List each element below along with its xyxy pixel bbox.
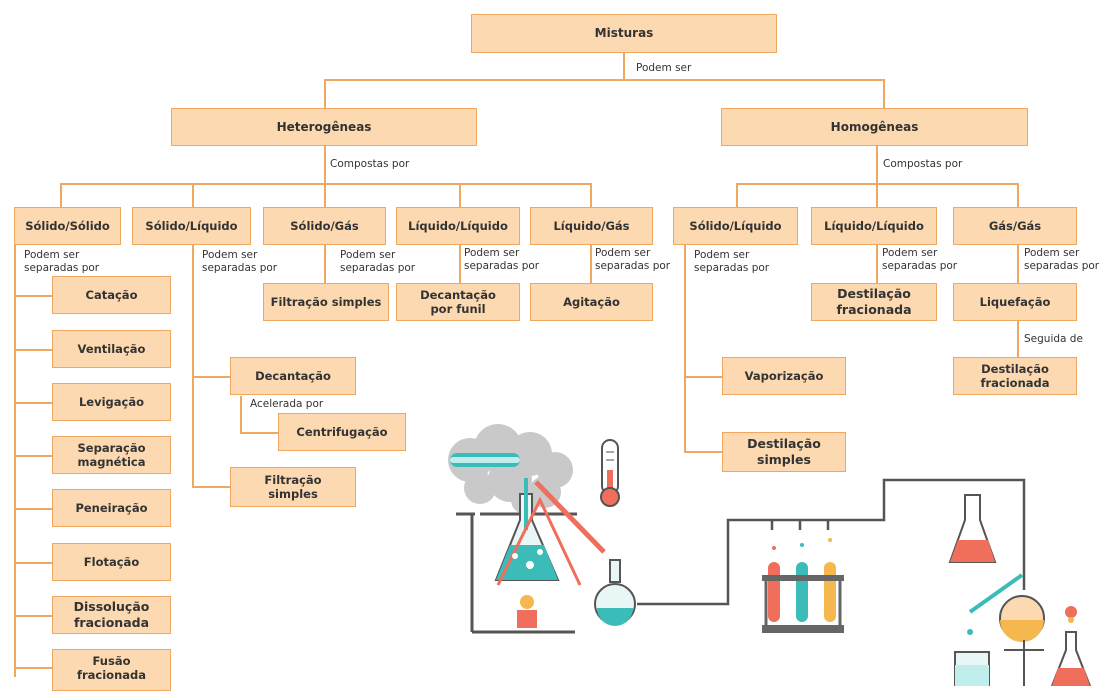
flame-flask-icon — [1050, 606, 1092, 686]
connector — [14, 615, 52, 617]
connector — [1017, 183, 1019, 207]
category-node: Sólido/Sólido — [14, 207, 121, 245]
thermometer-icon — [600, 439, 620, 507]
method-node: Decantação — [230, 357, 356, 395]
connector — [60, 183, 592, 185]
connector — [60, 183, 62, 207]
connector — [240, 396, 242, 433]
connector — [1017, 245, 1019, 283]
category-node: Sólido/Gás — [263, 207, 386, 245]
method-node: Destilação fracionada — [953, 357, 1077, 395]
method-node: Centrifugação — [278, 413, 406, 451]
method-node: Fusão fracionada — [52, 649, 171, 691]
heterogeneas-link-label: Compostas por — [330, 158, 410, 170]
connector — [324, 183, 326, 207]
category-node: Sólido/Líquido — [132, 207, 251, 245]
connector — [14, 402, 52, 404]
connector — [324, 146, 326, 184]
connector — [14, 667, 52, 669]
connector — [590, 245, 592, 283]
connector — [876, 183, 878, 207]
connector — [14, 245, 16, 677]
homogeneas-link-label: Compostas por — [883, 158, 963, 170]
method-node: Separação magnética — [52, 436, 171, 474]
connector — [736, 183, 738, 207]
connector — [1017, 320, 1019, 358]
connector — [324, 245, 326, 283]
connector — [459, 245, 461, 283]
connector — [876, 245, 878, 283]
funnel-icon — [948, 494, 997, 563]
method-node: Flotação — [52, 543, 171, 581]
category-node: Líquido/Líquido — [811, 207, 937, 245]
category-node: Líquido/Líquido — [396, 207, 520, 245]
round-flask-icon — [594, 559, 636, 626]
connector — [623, 53, 625, 80]
burner-icon — [517, 595, 537, 628]
heterogeneas-node: Heterogêneas — [171, 108, 477, 146]
method-node: Dissolução fracionada — [52, 596, 171, 634]
accelerated-label: Acelerada por — [250, 398, 324, 410]
connector — [192, 245, 194, 487]
connector — [192, 486, 230, 488]
method-node: Peneiração — [52, 489, 171, 527]
connector — [684, 376, 722, 378]
method-node: Catação — [52, 276, 171, 314]
connector — [14, 455, 52, 457]
method-node: Destilação simples — [722, 432, 846, 472]
connector — [684, 451, 722, 453]
connector — [14, 295, 52, 297]
root-node: Misturas — [471, 14, 777, 53]
connector — [14, 349, 52, 351]
method-node: Decantação por funil — [396, 283, 520, 321]
method-node: Vaporização — [722, 357, 846, 395]
distillation-flask-icon — [968, 573, 1045, 686]
method-node: Filtração simples — [263, 283, 389, 321]
method-node: Liquefação — [953, 283, 1077, 321]
connector — [324, 79, 884, 81]
connector — [590, 183, 592, 207]
erlenmeyer-flask-icon — [494, 478, 582, 586]
beaker-icon — [954, 629, 990, 686]
connector — [14, 562, 52, 564]
method-node: Filtração simples — [230, 467, 356, 507]
connector — [459, 183, 461, 207]
connector — [324, 79, 326, 108]
connector — [684, 245, 686, 452]
homogeneas-node: Homogêneas — [721, 108, 1028, 146]
connector — [192, 183, 194, 207]
test-tube-rack-icon — [762, 538, 844, 633]
followed-by-label: Seguida de — [1024, 333, 1083, 345]
root-link-label: Podem ser — [636, 62, 692, 74]
connector — [240, 432, 278, 434]
connector — [192, 376, 230, 378]
method-node: Destilação fracionada — [811, 283, 937, 321]
condenser-pipe-icon — [534, 480, 606, 554]
category-node: Gás/Gás — [953, 207, 1077, 245]
method-node: Agitação — [530, 283, 653, 321]
category-node: Sólido/Líquido — [673, 207, 798, 245]
method-node: Ventilação — [52, 330, 171, 368]
pipe-system-icon — [637, 478, 1026, 606]
condenser-tube-icon — [450, 453, 520, 467]
connector — [883, 79, 885, 108]
method-node: Levigação — [52, 383, 171, 421]
category-node: Líquido/Gás — [530, 207, 653, 245]
connector — [14, 508, 52, 510]
connector — [876, 146, 878, 184]
